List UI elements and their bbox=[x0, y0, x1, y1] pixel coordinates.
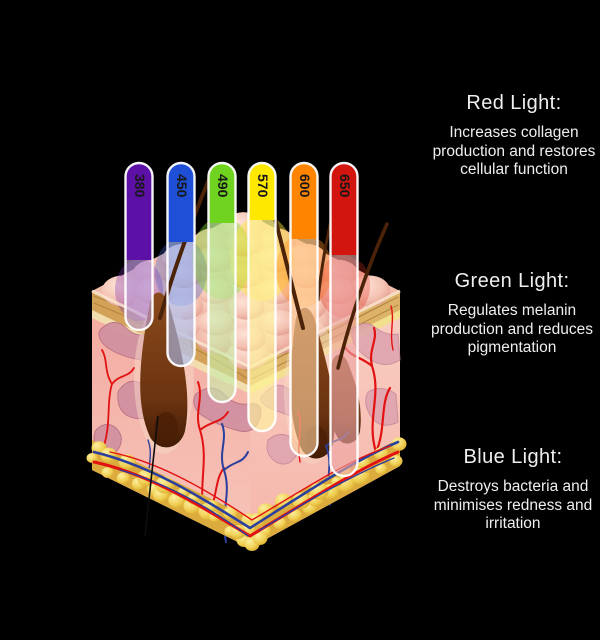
blue-light-heading: Blue Light: bbox=[463, 446, 563, 468]
decorative-blob bbox=[375, 463, 388, 475]
light-bar-650: 650 bbox=[329, 161, 359, 478]
loose-hair bbox=[144, 415, 159, 537]
light-bar-570: 570 bbox=[247, 161, 277, 433]
decorative-blob bbox=[101, 467, 114, 478]
light-bar-380-lower bbox=[125, 240, 153, 330]
info-section-blue-light: Blue Light: Destroys bacteria and minimi… bbox=[411, 446, 600, 534]
info-section-red-light: Red Light: Increases collagen production… bbox=[412, 92, 600, 180]
light-bar-600: 600 bbox=[289, 161, 319, 458]
light-bar-450-lower bbox=[167, 222, 195, 366]
decorative-blob bbox=[230, 525, 246, 539]
decorative-blob bbox=[389, 455, 403, 467]
green-light-heading: Green Light: bbox=[454, 270, 570, 292]
info-section-green-light: Green Light: Regulates melanin productio… bbox=[410, 270, 600, 358]
light-bar-650-lower bbox=[330, 235, 358, 476]
fat-layer bbox=[86, 437, 407, 551]
light-bar-490-lower bbox=[208, 203, 236, 402]
decorative-blob bbox=[391, 437, 407, 451]
decorative-blob bbox=[249, 513, 265, 527]
hair-shaft bbox=[336, 222, 389, 370]
light-bar-570-lower bbox=[248, 200, 276, 431]
decorative-blob bbox=[292, 492, 311, 509]
wavelength-label: 650 bbox=[337, 174, 353, 198]
wavelength-label: 490 bbox=[215, 174, 231, 198]
light-bars-upper: 380 450 490 570 600 bbox=[124, 161, 359, 478]
light-bar-600-lower bbox=[290, 219, 318, 456]
wavelength-label: 450 bbox=[174, 174, 190, 198]
red-light-description: Increases collagen production and restor… bbox=[432, 124, 596, 178]
wavelength-label: 600 bbox=[297, 174, 313, 198]
light-bars-lower bbox=[125, 200, 358, 476]
wavelength-label: 570 bbox=[255, 174, 271, 198]
decorative-blob bbox=[86, 453, 98, 463]
light-bar-450: 450 bbox=[166, 161, 196, 368]
decorative-blob bbox=[116, 472, 130, 484]
light-bar-380: 380 bbox=[124, 161, 154, 332]
decorative-blob bbox=[252, 531, 268, 545]
green-light-description: Regulates melanin production and reduces… bbox=[430, 302, 593, 356]
light-bar-490: 490 bbox=[207, 161, 237, 404]
blue-light-description: Destroys bacteria and minimises redness … bbox=[433, 478, 593, 532]
decorative-blob bbox=[223, 506, 238, 520]
red-light-heading: Red Light: bbox=[466, 92, 562, 114]
wavelength-label: 380 bbox=[132, 174, 148, 198]
